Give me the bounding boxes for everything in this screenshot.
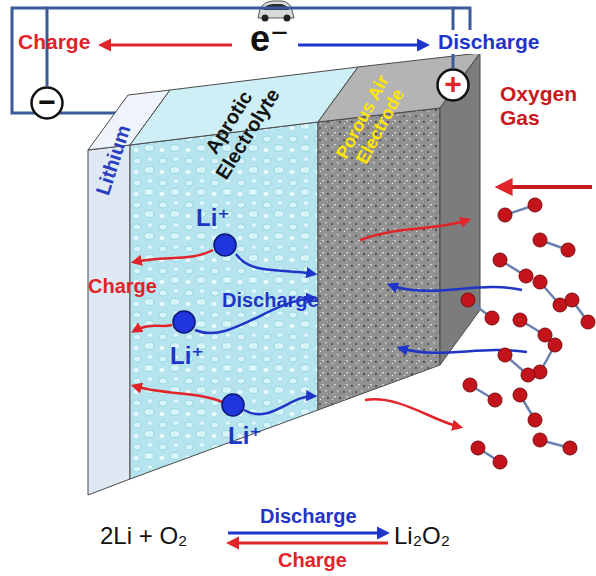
- oxygen-atom: [519, 269, 533, 283]
- oxygen-atom: [533, 275, 547, 289]
- oxygen-atom: [485, 311, 499, 325]
- lithium-ion: [173, 311, 195, 333]
- oxygen-atom: [565, 293, 579, 307]
- oxygen-atom: [581, 315, 595, 329]
- ion-label: Li⁺: [228, 422, 262, 450]
- lithium-ion: [222, 394, 244, 416]
- oxygen-atom: [513, 388, 527, 402]
- oxygen-release-arrow: [360, 220, 468, 240]
- equation-reactants: 2Li + O₂: [100, 522, 187, 550]
- equation-product: Li₂O₂: [394, 522, 450, 550]
- electron-symbol: e⁻: [250, 18, 289, 59]
- oxygen-atom: [498, 208, 512, 222]
- charge-curve: [134, 250, 213, 262]
- discharge-label: Discharge: [222, 289, 319, 312]
- oxygen-atom: [521, 368, 535, 382]
- oxygen-atom: [528, 198, 542, 212]
- oxygen-atom: [533, 233, 547, 247]
- oxygen-atom: [488, 393, 502, 407]
- ion-label: Li⁺: [170, 342, 204, 370]
- discharge-arrow: [298, 44, 426, 47]
- oxygen-atom: [533, 433, 547, 447]
- oxygen-atom: [493, 253, 507, 267]
- discharge-label: Discharge: [436, 30, 542, 54]
- lithium-ion: [214, 234, 236, 256]
- oxygen-atom: [561, 243, 575, 257]
- equation-charge-arrow: [230, 542, 388, 545]
- oxygen-gas-label: Oxygen Gas: [500, 82, 590, 130]
- lithium-anode-face: [88, 145, 130, 495]
- charge-curve: [134, 325, 172, 331]
- charge-label: Charge: [18, 30, 90, 54]
- negative-terminal-ring: [32, 88, 63, 119]
- ion-label: Li⁺: [196, 204, 230, 232]
- negative-terminal: −: [30, 86, 64, 120]
- oxygen-inflow-arrow: [500, 185, 592, 189]
- oxygen-atom: [498, 348, 512, 362]
- circuit-wire: [47, 8, 453, 86]
- charge-arrow: [102, 44, 232, 47]
- oxygen-atom: [493, 455, 507, 469]
- oxygen-release-arrow: [365, 399, 460, 427]
- oxygen-atom: [563, 441, 577, 455]
- oxygen-atom: [528, 413, 542, 427]
- charge-label: Charge: [88, 275, 157, 298]
- oxygen-atom: [513, 313, 527, 327]
- negative-terminal-label: −: [38, 87, 56, 117]
- equation-charge-label: Charge: [278, 549, 347, 572]
- discharge-curve: [244, 396, 314, 414]
- discharge-curve: [236, 254, 314, 274]
- oxygen-atom: [471, 441, 485, 455]
- oxygen-atom: [548, 338, 562, 352]
- equation-discharge-label: Discharge: [260, 505, 357, 528]
- equation-discharge-arrow: [228, 532, 386, 535]
- oxygen-molecules: [461, 198, 595, 469]
- charge-curve: [134, 386, 222, 402]
- positive-terminal: +: [436, 68, 470, 102]
- positive-terminal-label: +: [444, 69, 462, 99]
- positive-terminal-ring: [438, 70, 469, 101]
- oxygen-intake-arrow: [390, 285, 522, 291]
- oxygen-atom: [461, 293, 475, 307]
- oxygen-atom: [463, 378, 477, 392]
